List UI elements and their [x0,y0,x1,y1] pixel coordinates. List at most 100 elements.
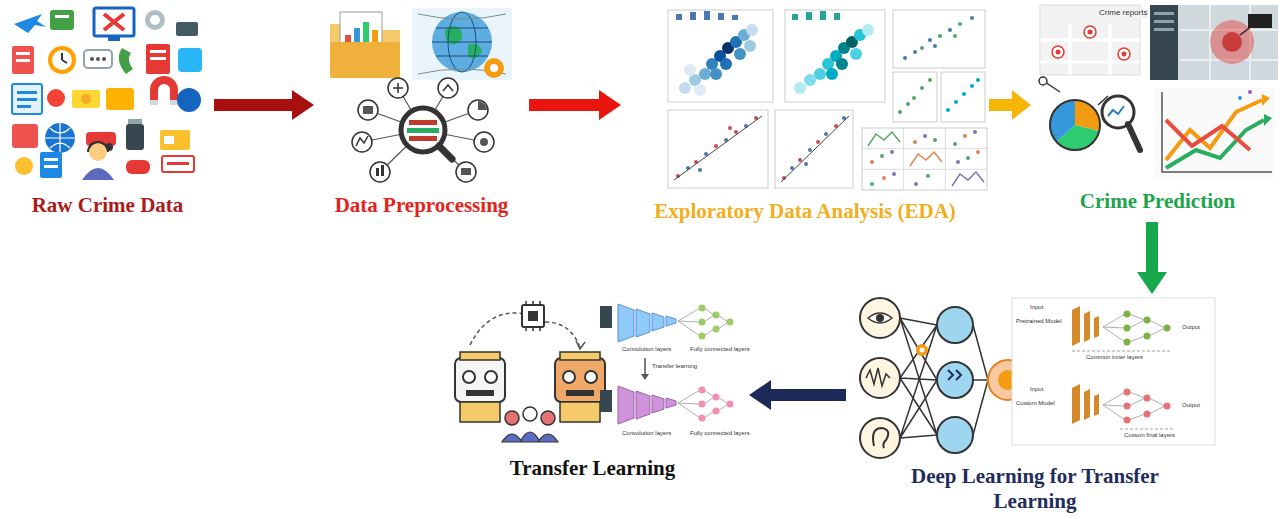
eda-plots-shape [868,132,900,146]
prediction-illustration-shape [1052,46,1064,58]
eda-plots-shape [958,22,962,26]
crime-data-icons-shape [126,160,150,174]
transfer-learning-illustration-shape [523,407,537,421]
crime-data-icons-shape [62,53,67,63]
prediction-illustration-shape [1150,5,1278,80]
prediction-illustration-shape [1040,24,1140,75]
neural-network-illustration-shape [916,344,928,356]
transfer-learning-illustration-shape [699,319,706,326]
eda-plots-shape [781,116,849,182]
eda-plots-shape [704,11,710,20]
prediction-illustration-shape [1128,124,1140,150]
eda-plots-shape [690,12,696,20]
crime-data-icons-shape [14,14,46,33]
crime-data-icons-shape [90,57,94,61]
crime-data-icons-shape [88,142,108,152]
preprocessing-illustration-shape [407,128,439,133]
neural-network-illustration-shape [1124,389,1131,396]
flow-arrow [214,90,314,120]
crime-data-icons-shape [50,10,74,30]
preprocessing-illustration-shape [490,64,498,72]
neural-network-illustration [860,298,1215,458]
eda-plots-shape [913,140,917,144]
crime-data-icons-shape [12,124,38,148]
eda-plots-shape [679,82,691,94]
crime-data-icons-shape [150,50,166,53]
crime-data-icons-shape [48,46,76,74]
transfer-learning-illustration-shape [713,408,720,415]
transfer-learning-illustration-shape [541,411,555,425]
crime-data-icons-shape [126,124,144,150]
illustration-label: Custom Model [1016,400,1055,407]
preprocessing-illustration-shape [393,83,403,93]
prediction-illustration-shape [1154,28,1174,31]
crime-data-icons-shape [108,36,120,41]
preprocessing-illustration-shape [388,78,408,98]
preprocessing-illustration [330,8,512,182]
neural-network-illustration-shape [920,348,925,353]
eda-plots-shape [746,24,758,36]
eda-plots-shape [910,152,942,166]
eda-plots-shape [880,154,884,158]
preprocessing-illustration-shape [468,100,488,120]
transfer-learning-illustration-shape [502,432,558,442]
preprocessing-illustration-shape [358,100,378,120]
prediction-illustration-shape [1240,26,1252,35]
eda-plots-shape [920,86,924,90]
transfer-learning-illustration-shape [522,305,544,327]
preprocessing-illustration-shape [438,78,458,98]
preprocessing-illustration-shape [362,88,484,172]
neural-network-illustration-shape [1144,317,1151,324]
prediction-illustration-shape [1118,48,1130,60]
transfer-learning-illustration-shape [618,304,676,342]
illustration-label: Fully connected layers [690,430,750,437]
prediction-illustration-shape [1166,120,1264,168]
prediction-illustration-shape [1210,20,1254,64]
eda-plots-shape [728,126,732,130]
eda-plots-shape [970,84,974,88]
eda-plots-shape [970,16,974,20]
eda-plots-shape [834,13,840,20]
eda-plots-shape [928,38,932,42]
neural-network-illustration-shape [860,358,900,398]
neural-network-illustration-shape [1164,325,1171,332]
transfer-learning-illustration-shape [526,301,540,331]
neural-network-illustration-shape [1103,392,1165,420]
preprocessing-illustration-shape [409,120,437,125]
eda-plots-shape [923,134,927,138]
eda-plots-shape [798,158,802,162]
neural-network-illustration-shape [1124,311,1131,318]
neural-network-illustration-shape [1164,403,1171,410]
stage-node: Raw Crime Data [5,5,210,222]
neural-network-illustration-shape [868,313,892,323]
eda-plots-shape [698,168,702,172]
prediction-illustration-shape [1150,5,1178,80]
transfer-learning-illustration-shape [699,387,706,394]
eda-plots-shape [824,132,828,136]
eda-plots-shape [948,28,952,32]
transfer-learning-illustration-shape [566,390,594,396]
eda-plots-shape [882,176,886,180]
eda-plots-shape [956,160,960,164]
transfer-learning-illustration-shape [555,358,605,402]
crime-data-icons-shape [145,10,165,30]
eda-plots-shape [744,40,756,52]
illustration-label: Fully connected layers [690,346,750,353]
crime-data-icons-shape [104,14,124,30]
transfer-learning-illustration-shape [528,311,538,321]
transfer-learning-illustration-shape [600,306,612,328]
eda-plots-shape [668,110,768,188]
preprocessing-illustration-shape [432,12,492,72]
eda-plots-shape [804,74,816,86]
eda-plots-shape [668,10,773,102]
flow-arrow [989,90,1031,120]
prediction-illustration-shape [1122,52,1127,57]
eda-plots-shape [903,56,907,60]
preprocessing-illustration-shape [461,168,471,175]
crime-data-icons-shape [81,94,91,104]
eda-plots-shape [954,100,958,104]
eda-plots-shape [792,14,798,20]
eda-plots-shape [933,44,937,48]
preprocessing-illustration-shape [443,85,453,91]
